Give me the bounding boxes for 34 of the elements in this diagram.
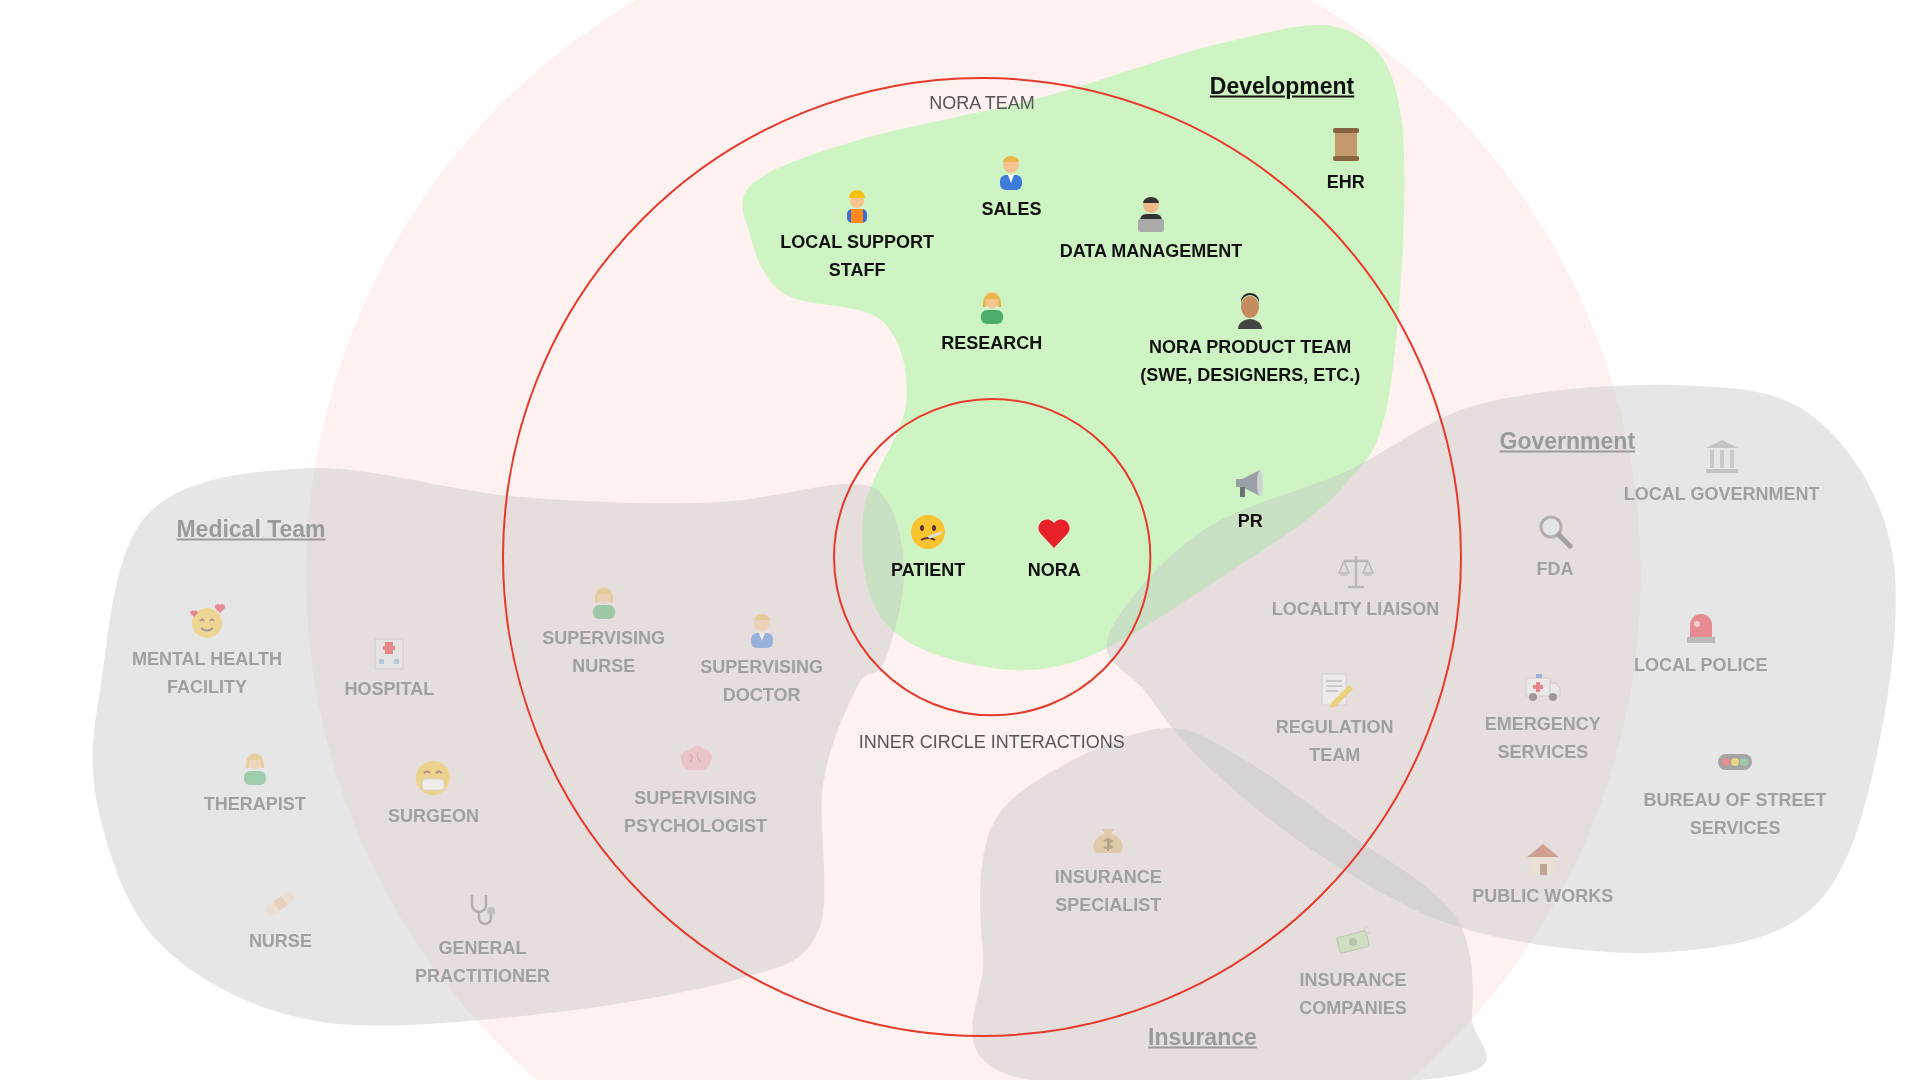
item-label: REGULATION TEAM bbox=[1274, 715, 1395, 767]
group-heading: Government bbox=[1499, 427, 1636, 455]
item-label: HOSPITAL bbox=[344, 677, 435, 701]
item-label: NURSE bbox=[248, 929, 312, 953]
item-label: LOCAL GOVERNMENT bbox=[1623, 482, 1820, 506]
item-label: NORA bbox=[1027, 558, 1081, 582]
group-heading: Insurance bbox=[1148, 1023, 1257, 1051]
group-heading: Medical Team bbox=[176, 515, 326, 543]
item-label: SURGEON bbox=[387, 804, 479, 828]
circle-label: NORA TEAM bbox=[929, 92, 1035, 114]
item-label: DATA MANAGEMENT bbox=[1059, 240, 1243, 264]
item-label: FDA bbox=[1536, 557, 1574, 581]
item-label: SALES bbox=[981, 197, 1042, 221]
item-label: NORA PRODUCT TEAM (SWE, DESIGNERS, ETC.) bbox=[1139, 335, 1362, 387]
item-label: EMERGENCY SERVICES bbox=[1483, 713, 1602, 765]
item-label: PATIENT bbox=[891, 558, 966, 582]
item-label: BUREAU OF STREET SERVICES bbox=[1642, 789, 1828, 841]
item-label: PUBLIC WORKS bbox=[1472, 884, 1614, 908]
item-label: SUPERVISING PSYCHOLOGIST bbox=[623, 786, 768, 838]
group-heading: Development bbox=[1209, 72, 1355, 100]
item-label: LOCAL POLICE bbox=[1633, 654, 1768, 678]
item-label: GENERAL PRACTITIONER bbox=[413, 937, 551, 989]
item-label: SUPERVISING NURSE bbox=[541, 627, 667, 679]
item-label: INSURANCE SPECIALIST bbox=[1053, 866, 1163, 918]
item-label: RESEARCH bbox=[941, 332, 1043, 356]
circle-label: INNER CIRCLE INTERACTIONS bbox=[858, 731, 1125, 753]
item-label: MENTAL HEALTH FACILITY bbox=[130, 648, 283, 700]
item-label: EHR bbox=[1326, 170, 1365, 194]
item-label: THERAPIST bbox=[203, 792, 306, 816]
item-label: LOCALITY LIAISON bbox=[1271, 598, 1440, 621]
item-label: INSURANCE COMPANIES bbox=[1298, 969, 1408, 1020]
item-label: LOCAL SUPPORT STAFF bbox=[779, 230, 935, 282]
item-label: SUPERVISING DOCTOR bbox=[699, 655, 824, 707]
item-label: PR bbox=[1237, 509, 1263, 533]
